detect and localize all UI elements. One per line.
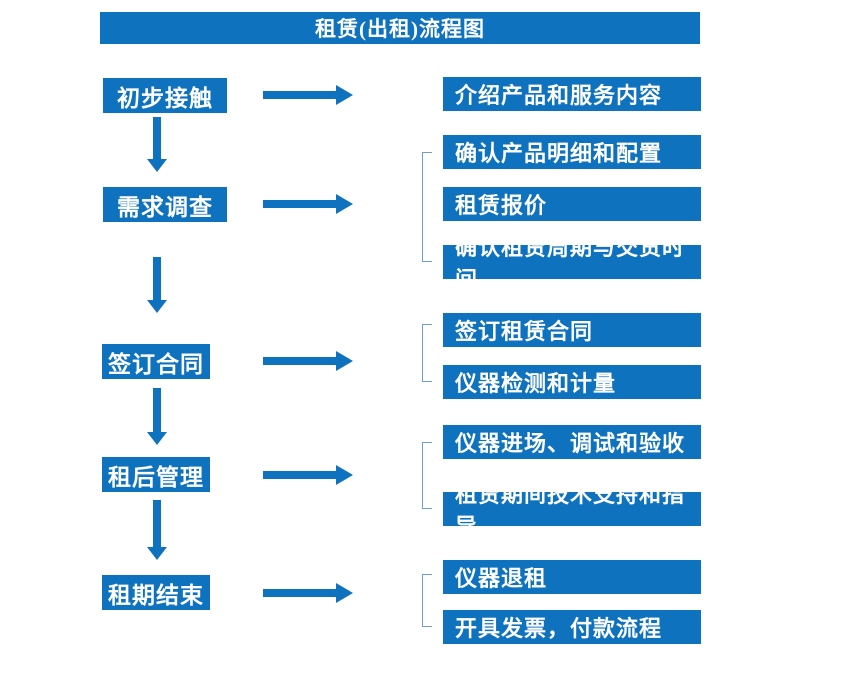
right-arrow-1 <box>263 85 353 105</box>
step-box-rental-end: 租期结束 <box>102 575 210 610</box>
right-arrow-5 <box>263 583 353 603</box>
step-box-initial-contact: 初步接触 <box>103 78 227 113</box>
detail-box-instrument-testing: 仪器检测和计量 <box>443 365 701 399</box>
step-box-demand-survey: 需求调查 <box>103 187 227 222</box>
detail-box-invoice-payment: 开具发票，付款流程 <box>443 610 701 644</box>
down-arrow-3 <box>147 388 167 445</box>
detail-box-tech-support: 租赁期间技术支持和指导 <box>443 482 701 539</box>
detail-box-confirm-period: 确认租赁周期与交货时间 <box>443 235 701 292</box>
group-bracket-sign-contract <box>422 324 432 382</box>
detail-box-confirm-products: 确认产品明细和配置 <box>443 135 701 169</box>
right-arrow-4 <box>263 465 353 485</box>
detail-box-introduce-products: 介绍产品和服务内容 <box>443 77 701 111</box>
down-arrow-2 <box>147 257 167 313</box>
group-bracket-rental-end <box>422 574 432 627</box>
step-box-sign-contract: 签订合同 <box>102 344 210 379</box>
group-bracket-post-management <box>422 442 432 509</box>
group-bracket-demand-survey <box>422 152 432 262</box>
detail-box-instrument-return: 仪器退租 <box>443 560 701 594</box>
down-arrow-4 <box>147 500 167 560</box>
detail-box-instrument-entry: 仪器进场、调试和验收 <box>443 425 701 459</box>
chart-title: 租赁(出租)流程图 <box>100 12 700 44</box>
right-arrow-2 <box>263 194 353 214</box>
detail-box-sign-rental-contract: 签订租赁合同 <box>443 313 701 347</box>
detail-box-rental-quote: 租赁报价 <box>443 187 701 221</box>
right-arrow-3 <box>263 351 353 371</box>
step-box-post-rental-management: 租后管理 <box>102 457 210 492</box>
down-arrow-1 <box>147 117 167 172</box>
